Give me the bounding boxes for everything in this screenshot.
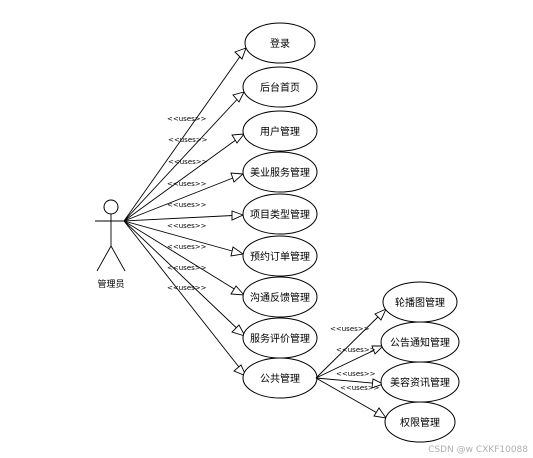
actor-right-leg: [110, 245, 126, 272]
sub-stereotypes: <<uses>> <<uses>> <<uses>> <<uses>>: [330, 325, 380, 392]
association-line: [315, 308, 387, 379]
actor-left-leg: [96, 245, 112, 272]
association-line: [123, 220, 247, 377]
actor-label: 管理员: [97, 278, 124, 290]
use-case-label: 项目类型管理: [250, 208, 310, 221]
association-line: [315, 345, 384, 379]
use-case-public-management[interactable]: 公共管理: [242, 357, 318, 399]
use-case-label: 公告通知管理: [390, 336, 450, 349]
use-case-login[interactable]: 登录: [244, 22, 316, 64]
use-case-beauty-service-management[interactable]: 美业服务管理: [242, 151, 318, 193]
association-line: [315, 377, 384, 385]
stereotype-label: <<uses>>: [336, 346, 376, 354]
association-line: [123, 220, 244, 255]
arrowhead: [234, 47, 247, 60]
use-case-label: 沟通反馈管理: [250, 291, 310, 304]
use-case-label: 权限管理: [400, 416, 440, 429]
use-case-ellipse[interactable]: [242, 235, 318, 277]
use-case-label: 登录: [270, 37, 290, 50]
use-case-ellipse[interactable]: [384, 401, 456, 443]
arrowhead: [230, 285, 246, 296]
use-case-user-management[interactable]: 用户管理: [242, 110, 318, 152]
use-case-label: 预约订单管理: [250, 250, 310, 263]
stereotype-label: <<uses>>: [168, 158, 208, 166]
use-case-label: 公共管理: [260, 372, 300, 385]
use-case-announcement-management[interactable]: 公告通知管理: [380, 321, 460, 363]
association-line: [123, 91, 245, 222]
sub-arrowheads: [371, 308, 387, 419]
use-case-dashboard[interactable]: 后台首页: [242, 66, 318, 108]
use-case-label: 后台首页: [260, 81, 300, 94]
stereotype-label: <<uses>>: [167, 222, 207, 230]
arrowhead: [371, 378, 385, 389]
actor-administrator: 管理员: [95, 199, 127, 290]
use-case-permission-management[interactable]: 权限管理: [384, 401, 456, 443]
watermark: CSDN @w CXKF10088: [428, 445, 528, 455]
use-case-ellipse[interactable]: [242, 276, 318, 318]
stereotype-label: <<uses>>: [167, 243, 207, 251]
association-line: [315, 377, 387, 419]
association-line: [123, 214, 244, 222]
actor-stereotypes: <<uses>> <<uses>> <<uses>> <<uses>> <<us…: [167, 115, 208, 292]
arrowhead: [230, 246, 245, 257]
stereotype-label: <<uses>>: [167, 284, 207, 292]
arrowhead: [231, 324, 246, 337]
arrowhead: [371, 345, 385, 355]
association-arrowheads: [230, 47, 247, 377]
stereotype-label: <<uses>>: [167, 264, 207, 272]
use-case-label: 美业服务管理: [250, 166, 310, 179]
use-case-ellipse[interactable]: [244, 22, 316, 64]
use-case-ellipse[interactable]: [242, 193, 318, 235]
use-case-label: 服务评价管理: [250, 332, 310, 345]
arrowhead: [230, 172, 245, 183]
stereotype-label: <<uses>>: [340, 384, 380, 392]
stereotype-label: <<uses>>: [167, 115, 207, 123]
use-case-ellipse[interactable]: [242, 66, 318, 108]
use-case-feedback-management[interactable]: 沟通反馈管理: [242, 276, 318, 318]
stereotype-label: <<uses>>: [336, 370, 376, 378]
association-line: [123, 47, 247, 222]
association-line: [123, 220, 246, 337]
stereotype-label: <<uses>>: [167, 201, 207, 209]
arrowhead: [373, 407, 387, 419]
arrowhead: [231, 210, 245, 221]
sub-associations: [315, 308, 387, 419]
use-case-label: 用户管理: [260, 125, 300, 138]
arrowhead: [374, 308, 387, 321]
association-line: [123, 173, 244, 222]
use-case-label: 美容资讯管理: [390, 376, 450, 389]
stereotype-label: <<uses>>: [167, 180, 207, 188]
actor-associations: [123, 47, 247, 377]
actor-head: [103, 199, 119, 215]
stereotype-label: <<uses>>: [168, 136, 208, 144]
use-case-ellipse[interactable]: [242, 151, 318, 193]
association-line: [123, 133, 245, 222]
use-case-label: 轮播图管理: [395, 296, 445, 309]
association-line: [123, 220, 245, 296]
use-case-carousel-management[interactable]: 轮播图管理: [382, 281, 458, 323]
use-case-project-type-management[interactable]: 项目类型管理: [242, 193, 318, 235]
use-case-booking-order-management[interactable]: 预约订单管理: [242, 235, 318, 277]
arrowhead: [232, 91, 245, 103]
use-case-beauty-news-management[interactable]: 美容资讯管理: [380, 361, 460, 403]
arrowhead: [233, 364, 247, 377]
use-case-ellipse[interactable]: [242, 110, 318, 152]
arrowhead: [231, 133, 245, 144]
use-case-service-review-management[interactable]: 服务评价管理: [242, 317, 318, 359]
stereotype-label: <<uses>>: [330, 325, 370, 333]
